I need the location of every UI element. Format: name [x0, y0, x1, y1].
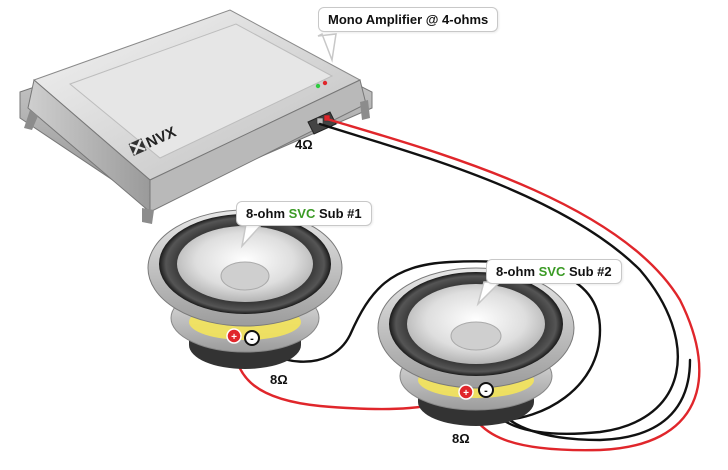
- sub2-impedance-label: 8Ω: [452, 431, 470, 446]
- sub1-terminal-positive: [226, 328, 242, 344]
- sub1-callout: 8-ohm SVC Sub #1: [236, 201, 372, 226]
- sub1-positive-symbol: +: [231, 332, 237, 343]
- amp-callout: Mono Amplifier @ 4-ohms: [318, 7, 499, 32]
- subwoofer-2: + -: [377, 267, 575, 426]
- sub2-callout-suffix: Sub #2: [565, 264, 612, 279]
- protect-led: [322, 80, 328, 86]
- sub2-terminal-negative: [478, 382, 494, 398]
- amp-positive-wire: [325, 117, 701, 452]
- sub2-callout-svc: SVC: [538, 264, 566, 279]
- subwoofer-1: + -: [147, 209, 343, 369]
- sub1-callout-svc: SVC: [288, 206, 316, 221]
- amp-impedance-label: 4Ω: [295, 137, 313, 152]
- sub1-callout-prefix: 8-ohm: [246, 206, 289, 221]
- sub1-impedance-label: 8Ω: [270, 372, 288, 387]
- sub2-terminal-positive: [458, 384, 474, 400]
- amp-callout-text: Mono Amplifier @ 4-ohms: [328, 12, 489, 27]
- sub2-callout: 8-ohm SVC Sub #2: [486, 259, 622, 284]
- sub1-callout-suffix: Sub #1: [315, 206, 362, 221]
- amp-callout-pointer: [317, 32, 337, 63]
- power-led: [315, 83, 321, 89]
- amplifier: NVX: [19, 9, 373, 224]
- sub2-negative-symbol: -: [484, 385, 488, 397]
- sub1-terminal-negative: [244, 330, 260, 346]
- sub1-negative-symbol: -: [250, 333, 254, 345]
- sub2-callout-prefix: 8-ohm: [496, 264, 539, 279]
- sub2-positive-symbol: +: [463, 388, 469, 399]
